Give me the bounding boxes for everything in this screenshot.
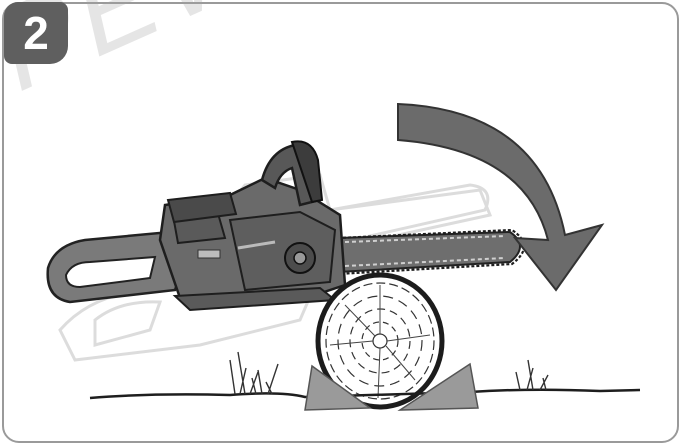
chainsaw bbox=[48, 141, 524, 310]
step-number-badge: 2 bbox=[4, 2, 68, 64]
